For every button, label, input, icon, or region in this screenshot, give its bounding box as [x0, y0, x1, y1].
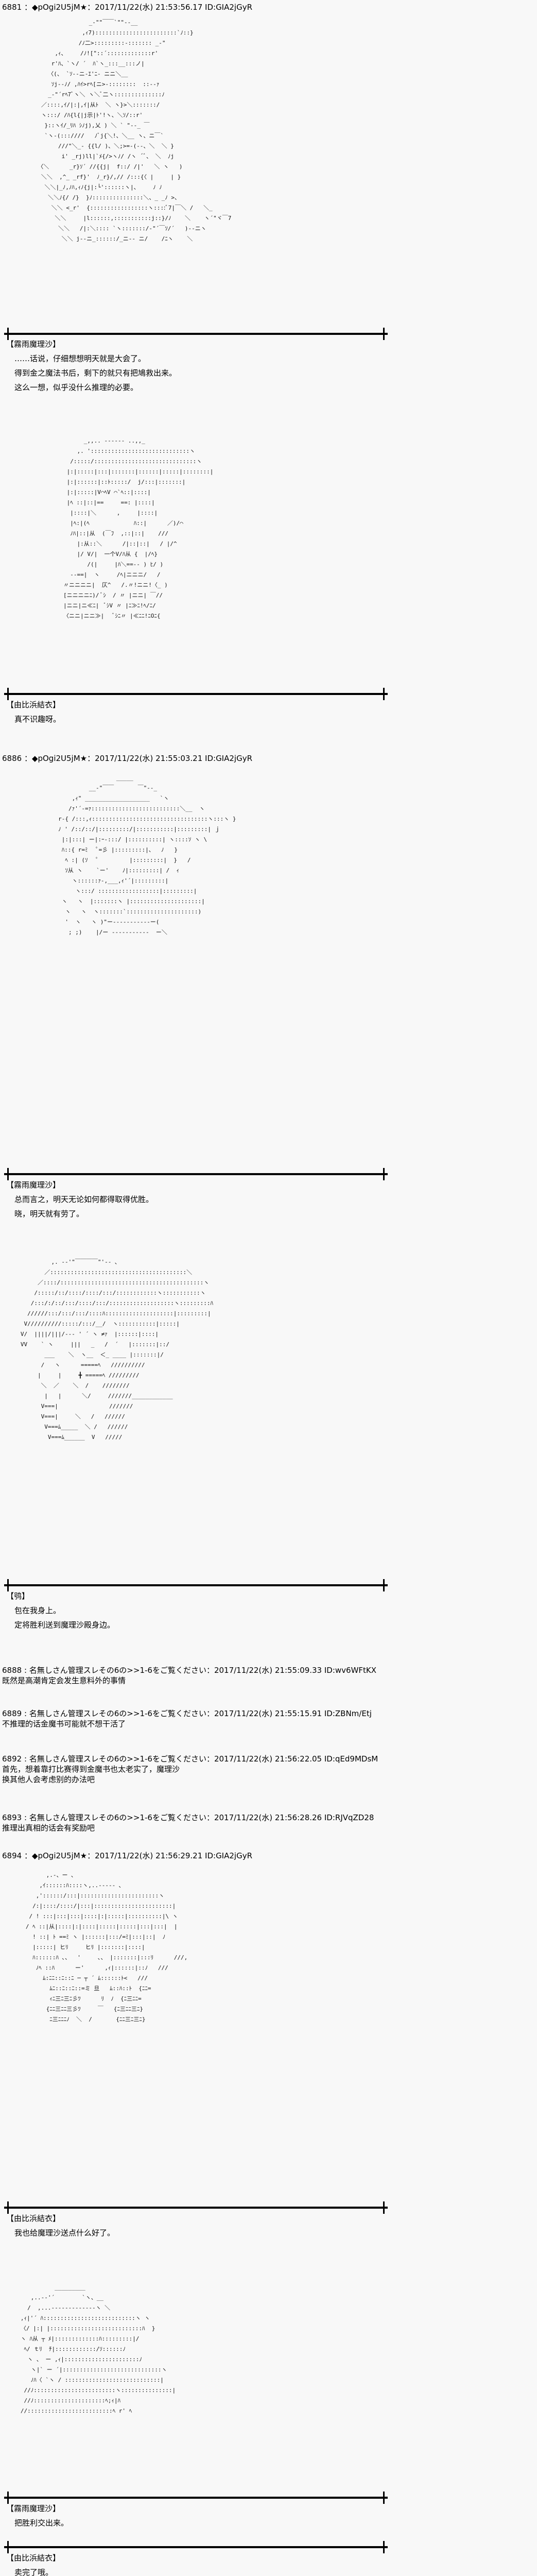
post-6892: 6892 : 名無しさん管理スレその6の>>1-6をご覧ください：2017/11… — [2, 1754, 378, 1785]
speech-block: 【霧雨魔理沙】 ……话说，仔细想想明天就是大会了。 得到金之魔法书后，剩下的就只… — [6, 337, 177, 395]
divider — [4, 2201, 388, 2214]
ascii-art-marisa-3: _________ ,..-‐'´ `ヽ、__ / ,...----------… — [20, 2284, 176, 2414]
post-header-6888: 6888 : 名無しさん管理スレその6の>>1-6をご覧ください：2017/11… — [2, 1666, 377, 1675]
speech-block: 【由比浜結衣】 真不识趣呀。 — [6, 698, 61, 726]
ascii-art-marisa-2: _____ __-"￣￣ ￣"--_ ,ｨ" _________________… — [58, 774, 236, 936]
post-header-6893: 6893 : 名無しさん管理スレその6の>>1-6をご覧ください：2017/11… — [2, 1813, 374, 1822]
post-6889: 6889 : 名無しさん管理スレその6の>>1-6をご覧ください：2017/11… — [2, 1708, 372, 1729]
divider — [4, 2541, 388, 2553]
speech-line: 定将胜利送到魔理沙殿身边。 — [14, 1620, 115, 1630]
post-body-line: 不推理的话金魔书可能就不想干活了 — [2, 1719, 126, 1728]
post-6893: 6893 : 名無しさん管理スレその6の>>1-6をご覧ください：2017/11… — [2, 1812, 374, 1833]
speaker-name: 【由比浜結衣】 — [6, 700, 61, 709]
speech-line: 把胜利交出来。 — [14, 2518, 69, 2528]
speaker-name: 【霧雨魔理沙】 — [6, 340, 61, 349]
speech-block: 【由比浜結衣】 卖完了哦。 — [6, 2551, 60, 2576]
post-body-line: 换其他人会考虑别的办法吧 — [2, 1775, 95, 1784]
speech-line: ……话说，仔细想想明天就是大会了。 — [14, 354, 146, 363]
speaker-name: 【霧雨魔理沙】 — [6, 1180, 61, 1190]
speech-line: 卖完了哦。 — [14, 2568, 54, 2576]
speech-line: 这么一想，似乎没什么推理的必要。 — [14, 383, 138, 392]
speech-line: 总而言之，明天无论如何都得取得优胜。 — [14, 1195, 154, 1204]
speech-line: 包在我身上。 — [14, 1606, 61, 1615]
post-header-6889: 6889 : 名無しさん管理スレその6の>>1-6をご覧ください：2017/11… — [2, 1709, 372, 1718]
divider — [4, 1168, 388, 1180]
post-header-6886: 6886 ：◆pOgi2U5jM★：2017/11/22(水) 21:55:03… — [2, 754, 253, 763]
speech-block: 【霧雨魔理沙】 把胜利交出来。 — [6, 2501, 68, 2530]
speech-line: 真不识趣呀。 — [14, 715, 61, 724]
post-body-line: 推理出真相的话会有奖励吧 — [2, 1823, 95, 1833]
speaker-name: 【由比浜結衣】 — [6, 2214, 61, 2223]
speech-block: 【由比浜結衣】 我也给魔理沙送点什么好了。 — [6, 2211, 115, 2240]
post-header-6892: 6892 : 名無しさん管理スレその6の>>1-6をご覧ください：2017/11… — [2, 1754, 378, 1764]
speech-line: 得到金之魔法书后，剩下的就只有把鳩救出来。 — [14, 368, 177, 378]
speech-block: 【鸮】 包在我身上。 定将胜利送到魔理沙殿身边。 — [6, 1589, 115, 1632]
ascii-art-yui-1: _,,.. ------ ..,,_ ,. ':::::::::::::::::… — [63, 437, 214, 619]
speech-block: 【霧雨魔理沙】 总而言之，明天无论如何都得取得优胜。 晓，明天就有劳了。 — [6, 1178, 153, 1221]
divider — [4, 688, 388, 700]
speech-line: 晓，明天就有劳了。 — [14, 1209, 84, 1218]
speaker-name: 【鸮】 — [6, 1591, 30, 1601]
post-body-line: 首先，想着靠打比赛得到金魔书也太老实了，魔理沙 — [2, 1765, 180, 1774]
ascii-art-marisa-1: _-""￣￣`""--__ ,ｨ7)::::::::::::::::::::::… — [38, 19, 232, 242]
post-body-line: 既然是高潮肯定会发生意料外的事情 — [2, 1676, 126, 1685]
speaker-name: 【霧雨魔理沙】 — [6, 2504, 61, 2513]
divider — [4, 1579, 388, 1591]
speech-line: 我也给魔理沙送点什么好了。 — [14, 2228, 115, 2238]
divider — [4, 328, 388, 340]
divider — [4, 2492, 388, 2504]
post-6888: 6888 : 名無しさん管理スレその6の>>1-6をご覧ください：2017/11… — [2, 1665, 376, 1686]
speaker-name: 【由比浜結衣】 — [6, 2553, 61, 2563]
ascii-art-akatsuki: ,. -‐'"￣￣￣￣"'‐- ､ ／:::::::::::::::::::::… — [20, 1259, 213, 1440]
post-header-6881: 6881 ：◆pOgi2U5jM★：2017/11/22(水) 21:53:56… — [2, 3, 253, 12]
post-header-6894: 6894 ：◆pOgi2U5jM★：2017/11/22(水) 21:56:29… — [2, 1851, 253, 1860]
ascii-art-yui-2: ,.-、ー ､ ,ｲ::::::ﾊ::::ヽ,..-‐‐‐- ､ ,':::::… — [25, 1872, 188, 2023]
